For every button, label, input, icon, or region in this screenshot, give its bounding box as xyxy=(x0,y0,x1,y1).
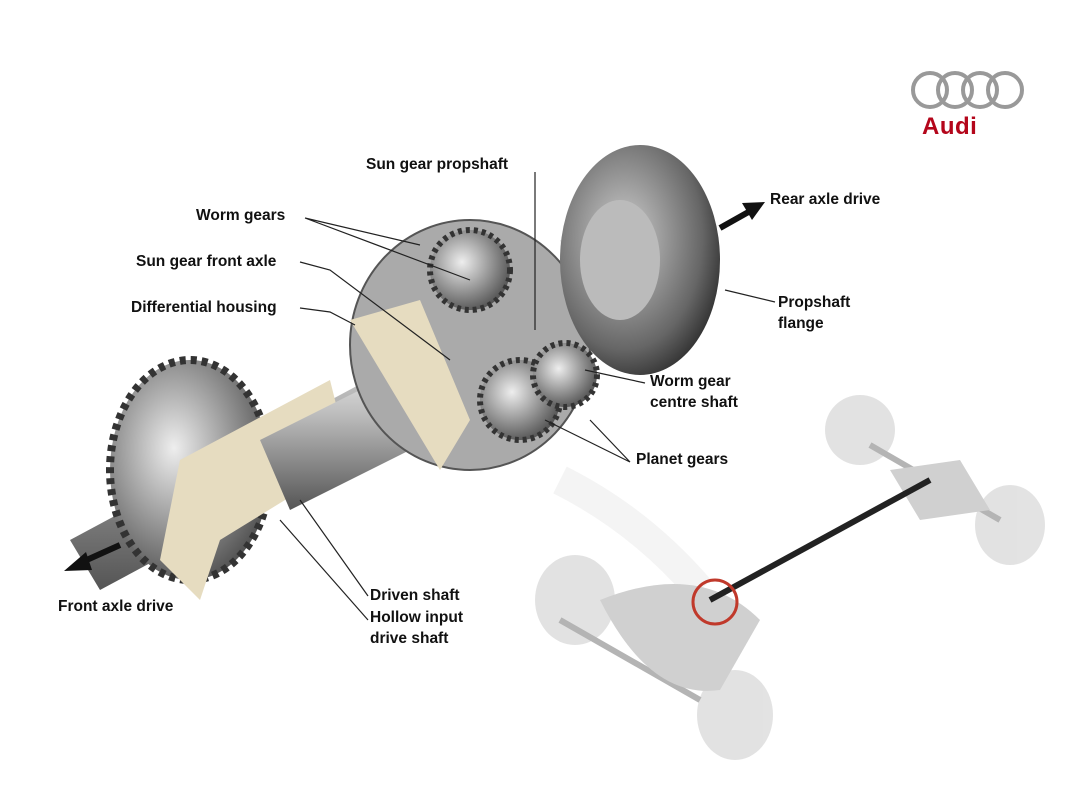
rear-axle-arrow-icon xyxy=(718,202,765,231)
label-propshaft-flange-line2: flange xyxy=(778,315,824,332)
front-axle-arrow-icon xyxy=(64,542,122,571)
label-worm-gears: Worm gears xyxy=(196,207,286,224)
label-differential-housing: Differential housing xyxy=(131,299,277,316)
label-worm-gear-centre-shaft-line1: Worm gear xyxy=(650,373,731,390)
leader-lines xyxy=(279,172,776,621)
propshaft-line xyxy=(708,477,932,603)
label-rear-axle-drive: Rear axle drive xyxy=(770,191,881,208)
differential-assembly xyxy=(70,145,720,600)
label-worm-gear-centre-shaft-line2: centre shaft xyxy=(650,394,738,411)
label-hollow-input-line2: drive shaft xyxy=(370,630,449,647)
label-driven-shaft: Driven shaft xyxy=(370,587,460,604)
centre-differential-highlight-circle xyxy=(691,578,739,626)
audi-logo-wordmark: Audi xyxy=(922,113,978,140)
label-front-axle-drive: Front axle drive xyxy=(58,598,174,615)
label-propshaft-flange-line1: Propshaft xyxy=(778,294,851,311)
vehicle-chassis-illustration xyxy=(535,395,1045,760)
label-planet-gears: Planet gears xyxy=(636,451,729,468)
label-sun-gear-propshaft: Sun gear propshaft xyxy=(366,156,509,173)
audi-logo-rings xyxy=(911,71,1024,109)
label-hollow-input-line1: Hollow input xyxy=(370,609,463,626)
label-sun-gear-front-axle: Sun gear front axle xyxy=(136,253,277,270)
